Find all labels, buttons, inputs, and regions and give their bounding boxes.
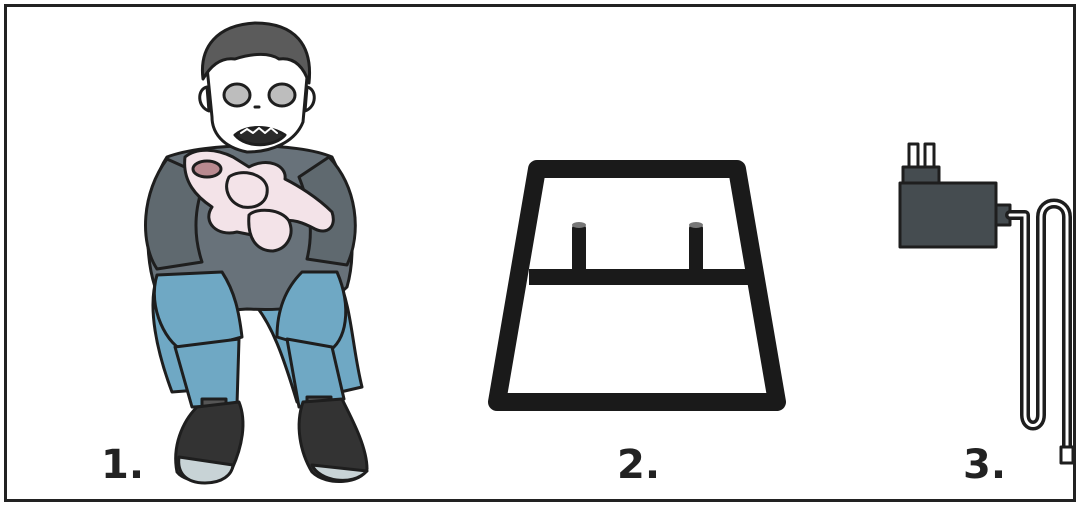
item-number-2: 2. (617, 445, 660, 485)
zombie-figure-icon (146, 23, 367, 483)
illustration-panel: 1. 2. 3. (4, 4, 1076, 502)
item-number-3: 3. (963, 445, 1006, 485)
item-number-1: 1. (101, 445, 144, 485)
parts-diagram (7, 7, 1076, 502)
stand-icon (497, 169, 777, 402)
power-adapter-icon (900, 144, 1073, 463)
